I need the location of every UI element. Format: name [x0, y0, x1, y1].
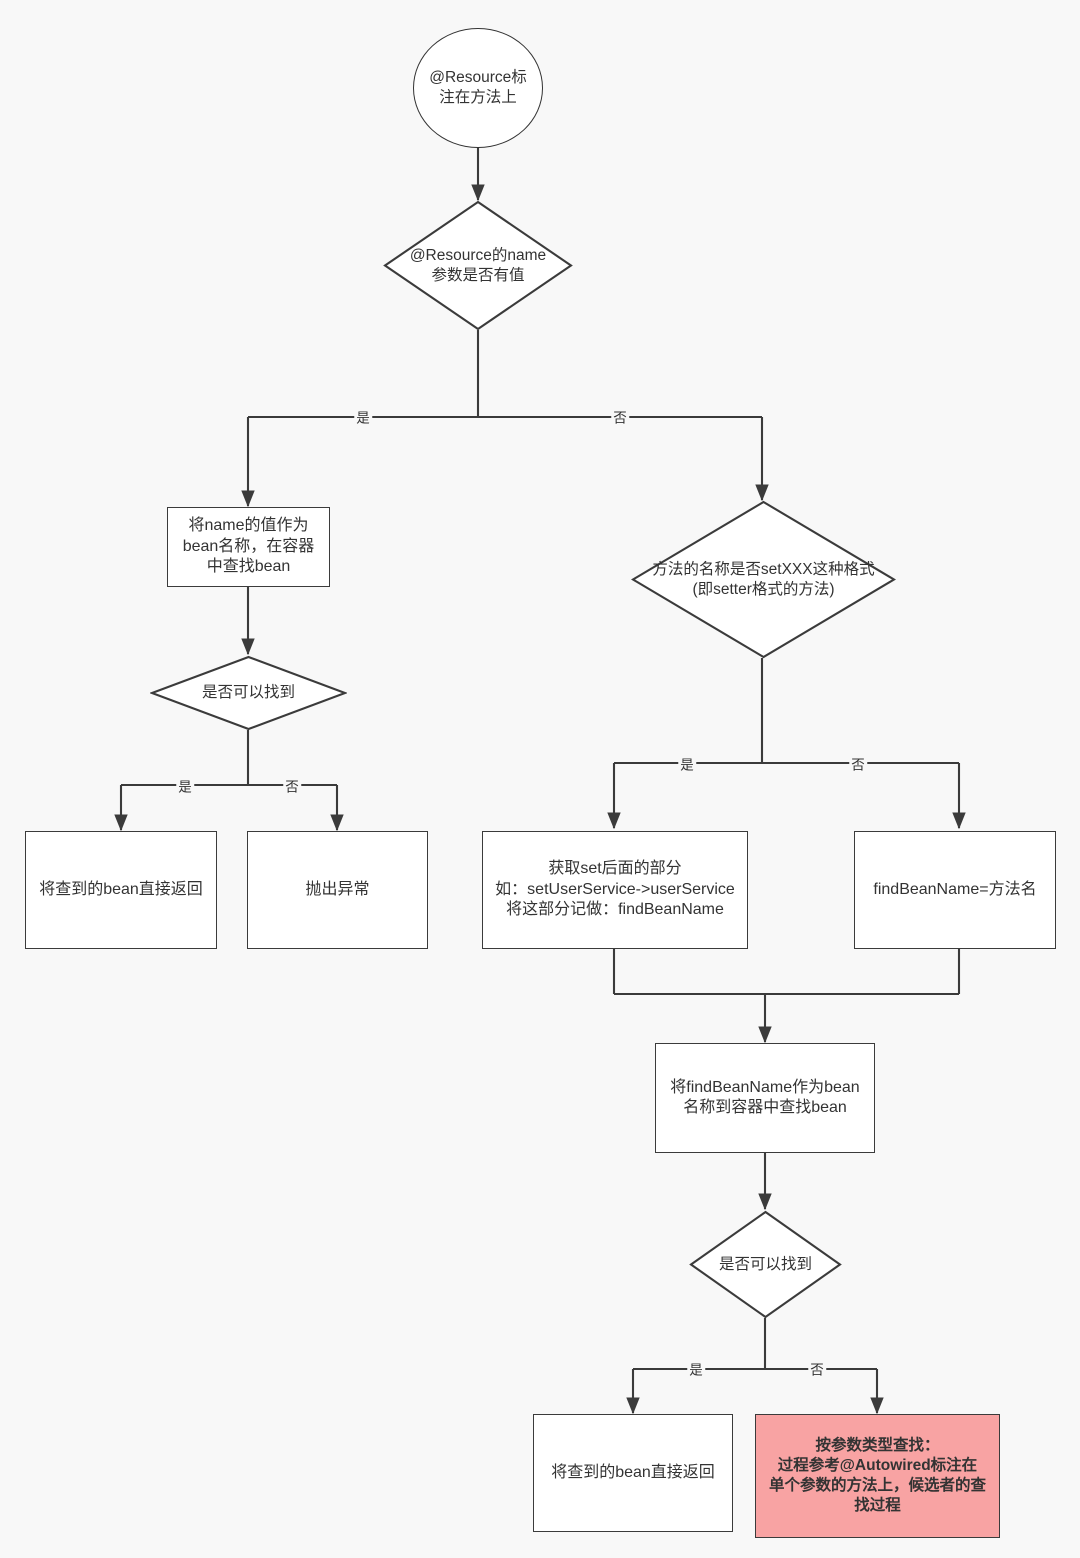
- diamond-outline: [689, 1210, 842, 1319]
- node-decision-found-left[interactable]: 是否可以找到: [150, 655, 347, 731]
- node-findbeanname-is-method-name-label: findBeanName=方法名: [873, 880, 1037, 898]
- node-fallback-by-parameter-type-label: 按参数类型查找： 过程参考@Autowired标注在 单个参数的方法上，候选者的…: [768, 1437, 986, 1514]
- node-findbeanname-is-method-name[interactable]: findBeanName=方法名: [854, 831, 1056, 949]
- edge-label-found-right-yes: 是: [687, 1362, 705, 1378]
- node-decision-found-right[interactable]: 是否可以找到: [689, 1210, 842, 1319]
- edge-label-name-no: 否: [611, 410, 629, 426]
- node-use-name-lookup-label: 将name的值作为 bean名称，在容器 中查找bean: [182, 517, 315, 576]
- node-return-bean-left-label: 将查到的bean直接返回: [39, 880, 203, 898]
- edge-label-name-yes: 是: [354, 410, 372, 426]
- node-decision-name-label: @Resource的name 参数是否有值: [409, 246, 547, 284]
- node-decision-name-has-value[interactable]: @Resource的name 参数是否有值: [383, 200, 573, 331]
- node-start[interactable]: @Resource标 注在方法上: [413, 28, 543, 148]
- node-return-bean-right[interactable]: 将查到的bean直接返回: [533, 1414, 733, 1532]
- node-throw-exception-label: 抛出异常: [305, 880, 370, 898]
- node-fallback-by-parameter-type[interactable]: 按参数类型查找： 过程参考@Autowired标注在 单个参数的方法上，候选者的…: [755, 1414, 1000, 1538]
- node-use-name-lookup[interactable]: 将name的值作为 bean名称，在容器 中查找bean: [167, 507, 330, 587]
- node-return-bean-right-label: 将查到的bean直接返回: [551, 1463, 715, 1481]
- node-throw-exception[interactable]: 抛出异常: [247, 831, 428, 949]
- edge-label-found-left-yes: 是: [176, 779, 194, 795]
- node-decision-found-left-label: 是否可以找到: [201, 684, 295, 702]
- node-extract-setter-name[interactable]: 获取set后面的部分 如：setUserService->userService…: [482, 831, 748, 949]
- node-return-bean-left[interactable]: 将查到的bean直接返回: [25, 831, 217, 949]
- node-lookup-by-findbeanname[interactable]: 将findBeanName作为bean 名称到容器中查找bean: [655, 1043, 875, 1153]
- node-extract-setter-name-label: 获取set后面的部分 如：setUserService->userService…: [495, 860, 735, 919]
- node-start-label: @Resource标 注在方法上: [429, 69, 527, 106]
- edge-label-found-left-no: 否: [283, 779, 301, 795]
- node-lookup-by-findbeanname-label: 将findBeanName作为bean 名称到容器中查找bean: [670, 1078, 860, 1116]
- edge-label-setter-no: 否: [849, 757, 867, 773]
- node-decision-found-right-label: 是否可以找到: [718, 1255, 812, 1273]
- diamond-outline: [383, 200, 573, 331]
- edge-label-setter-yes: 是: [678, 757, 696, 773]
- diamond-outline: [150, 655, 347, 731]
- node-decision-setter-format[interactable]: 方法的名称是否setXXX这种格式 (即setter格式的方法): [631, 500, 896, 659]
- node-decision-setter-format-label: 方法的名称是否setXXX这种格式 (即setter格式的方法): [652, 560, 875, 598]
- diamond-outline: [631, 500, 896, 659]
- edge-label-found-right-no: 否: [808, 1362, 826, 1378]
